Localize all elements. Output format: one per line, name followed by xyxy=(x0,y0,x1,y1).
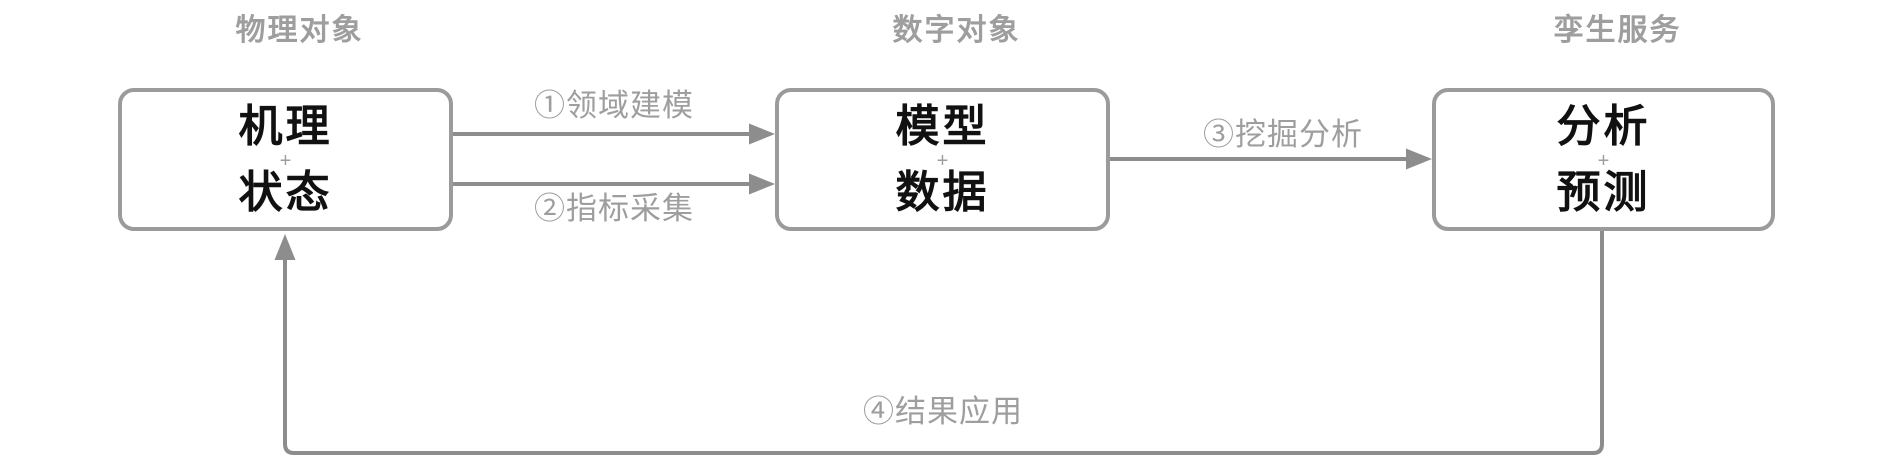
column-title-twin-service: 孪生服务 xyxy=(1553,14,1682,47)
node-twin-service: 分析 + 预测 xyxy=(1432,88,1775,231)
edge-label-metric-collection: ②指标采集 xyxy=(534,191,694,226)
node-digital-top-label: 模型 xyxy=(895,101,990,151)
node-physical-object: 机理 + 状态 xyxy=(118,88,453,231)
plus-separator: + xyxy=(279,149,292,172)
edge-label-domain-modeling: ①领域建模 xyxy=(534,88,694,123)
plus-separator: + xyxy=(936,149,949,172)
plus-separator: + xyxy=(1597,149,1610,172)
arrow-domain-modeling-head-icon xyxy=(749,123,775,145)
node-twin-bottom-label: 预测 xyxy=(1556,167,1651,217)
node-twin-top-label: 分析 xyxy=(1556,101,1651,151)
node-digital-bottom-label: 数据 xyxy=(895,167,990,217)
arrow-result-application-line xyxy=(283,231,1604,455)
column-title-digital-object: 数字对象 xyxy=(892,14,1021,47)
arrow-metric-collection-head-icon xyxy=(749,173,775,195)
edge-label-mining-analysis: ③挖掘分析 xyxy=(1203,117,1363,152)
node-physical-bottom-label: 状态 xyxy=(238,167,333,217)
node-digital-object: 模型 + 数据 xyxy=(775,88,1110,231)
node-physical-top-label: 机理 xyxy=(238,101,333,151)
column-title-physical-object: 物理对象 xyxy=(235,14,364,47)
arrow-mining-analysis-head-icon xyxy=(1406,148,1432,170)
edge-label-result-application: ④结果应用 xyxy=(863,394,1023,429)
arrow-result-application-head-icon xyxy=(274,234,296,260)
